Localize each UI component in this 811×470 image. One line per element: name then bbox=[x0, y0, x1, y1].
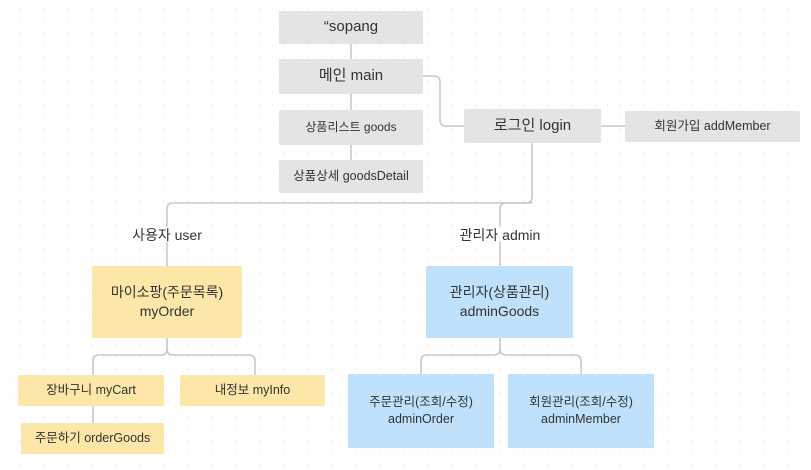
node-admin-goods-label-ko: 관리자(상품관리) bbox=[449, 284, 550, 301]
node-goods-detail[interactable]: 상품상세 goodsDetail bbox=[279, 160, 423, 193]
branch-label-admin-text: 관리자 admin bbox=[459, 227, 541, 243]
node-my-info[interactable]: 내정보 myInfo bbox=[180, 375, 325, 406]
node-order-goods[interactable]: 주문하기 orderGoods bbox=[21, 423, 164, 454]
edge-login-branch-user bbox=[166, 202, 533, 227]
node-admin-member[interactable]: 회원관리(조회/수정) adminMember bbox=[508, 374, 654, 448]
node-admin-member-label-ko: 회원관리(조회/수정) bbox=[529, 395, 633, 410]
branch-label-admin: 관리자 admin bbox=[440, 226, 560, 244]
node-admin-member-label-en: adminMember bbox=[541, 412, 621, 426]
branch-label-user-text: 사용자 user bbox=[132, 227, 202, 243]
node-login-label: 로그인 login bbox=[493, 116, 572, 134]
edge-main-login bbox=[422, 75, 465, 127]
node-add-member[interactable]: 회원가입 addMember bbox=[625, 111, 800, 142]
edge-admingoods-trunk bbox=[420, 337, 501, 375]
node-add-member-label: 회원가입 addMember bbox=[654, 119, 771, 134]
node-admin-goods[interactable]: 관리자(상품관리) adminGoods bbox=[426, 266, 573, 338]
node-sopang[interactable]: “sopang bbox=[279, 11, 423, 44]
node-admin-order-label-ko: 주문관리(조회/수정) bbox=[369, 395, 473, 410]
node-admin-goods-label-en: adminGoods bbox=[459, 303, 540, 319]
node-admin-order-label-en: adminOrder bbox=[388, 412, 454, 426]
node-goods[interactable]: 상품리스트 goods bbox=[279, 110, 423, 145]
edge-admingoods-adminmember bbox=[499, 348, 582, 375]
node-my-order-label-en: myOrder bbox=[139, 303, 195, 319]
node-my-order[interactable]: 마이소팡(주문목록) myOrder bbox=[92, 266, 242, 338]
node-goods-detail-label: 상품상세 goodsDetail bbox=[293, 169, 409, 184]
node-order-goods-label: 주문하기 orderGoods bbox=[34, 431, 151, 446]
node-sopang-label: “sopang bbox=[323, 18, 379, 36]
node-login[interactable]: 로그인 login bbox=[464, 109, 601, 143]
node-main[interactable]: 메인 main bbox=[279, 59, 423, 94]
node-admin-order[interactable]: 주문관리(조회/수정) adminOrder bbox=[348, 374, 494, 448]
node-my-cart-label: 장바구니 myCart bbox=[46, 383, 136, 398]
node-main-label: 메인 main bbox=[318, 67, 384, 85]
edge-login-branch-trunk bbox=[499, 142, 533, 227]
node-my-cart[interactable]: 장바구니 myCart bbox=[18, 375, 164, 406]
node-my-order-label-ko: 마이소팡(주문목록) bbox=[110, 284, 224, 301]
node-my-info-label: 내정보 myInfo bbox=[214, 383, 291, 398]
edge-myorder-myinfo bbox=[166, 348, 256, 376]
node-goods-label: 상품리스트 goods bbox=[305, 120, 397, 135]
edge-myorder-trunk bbox=[92, 337, 168, 376]
branch-label-user: 사용자 user bbox=[107, 226, 227, 244]
